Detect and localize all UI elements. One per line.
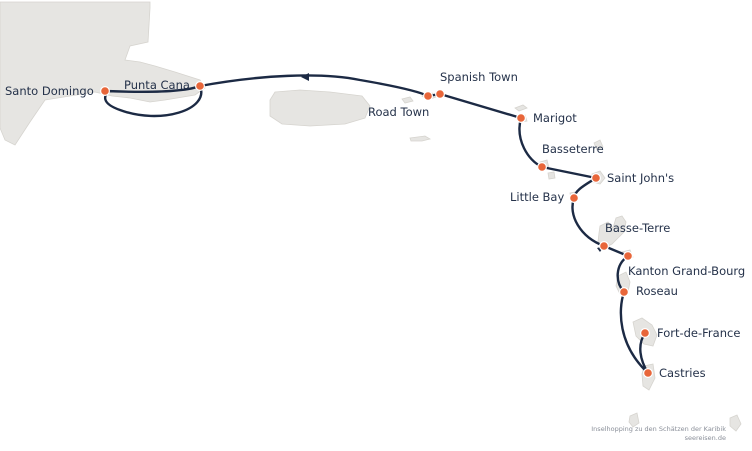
port-labels: Santo Domingo Punta Cana Spanish Town Ro… bbox=[5, 70, 745, 380]
port-marker[interactable] bbox=[639, 328, 650, 339]
port-label-little-bay: Little Bay bbox=[510, 190, 564, 204]
port-marker[interactable] bbox=[622, 251, 633, 262]
port-marker[interactable] bbox=[618, 287, 629, 298]
port-label-spanish-town: Spanish Town bbox=[440, 70, 518, 84]
port-marker[interactable] bbox=[568, 193, 579, 204]
island-culebra bbox=[401, 96, 414, 104]
port-label-santo-domingo: Santo Domingo bbox=[5, 84, 94, 98]
port-marker[interactable] bbox=[536, 162, 547, 173]
credit-title: Inselhopping zu den Schätzen der Karibik bbox=[591, 425, 726, 433]
port-label-basseterre: Basseterre bbox=[542, 142, 604, 156]
credit-site: seereisen.de bbox=[685, 434, 726, 442]
port-label-marigot: Marigot bbox=[533, 111, 577, 125]
landmasses bbox=[0, 1, 742, 432]
port-label-kanton-grand-bourg: Kanton Grand-Bourg bbox=[628, 264, 745, 278]
island-st-vincent bbox=[628, 412, 640, 428]
port-marker[interactable] bbox=[195, 80, 206, 91]
island-guadeloupe bbox=[597, 215, 627, 249]
port-marker[interactable] bbox=[515, 112, 526, 123]
puerto-rico bbox=[269, 89, 371, 127]
hispaniola bbox=[0, 1, 206, 146]
map-credit: Inselhopping zu den Schätzen der Karibik… bbox=[591, 425, 726, 442]
port-marker[interactable] bbox=[590, 173, 601, 184]
island-barbuda bbox=[593, 139, 604, 151]
ports bbox=[99, 80, 653, 379]
port-marker[interactable] bbox=[435, 88, 446, 99]
port-marker[interactable] bbox=[423, 90, 434, 101]
island-barbados bbox=[729, 414, 742, 432]
port-label-road-town: Road Town bbox=[368, 105, 429, 119]
port-marker[interactable] bbox=[642, 368, 653, 379]
island-nevis bbox=[547, 171, 556, 180]
port-label-saint-johns: Saint John's bbox=[607, 171, 674, 185]
port-label-punta-cana: Punta Cana bbox=[124, 78, 190, 92]
port-label-castries: Castries bbox=[659, 366, 706, 380]
island-anguilla bbox=[514, 104, 528, 112]
island-vieques bbox=[409, 135, 432, 142]
route-direction-arrow-1 bbox=[301, 73, 309, 81]
port-marker[interactable] bbox=[598, 241, 609, 252]
port-label-roseau: Roseau bbox=[636, 284, 678, 298]
port-marker[interactable] bbox=[99, 85, 110, 96]
port-label-fort-de-france: Fort-de-France bbox=[657, 326, 740, 340]
port-label-basse-terre: Basse-Terre bbox=[605, 221, 670, 235]
